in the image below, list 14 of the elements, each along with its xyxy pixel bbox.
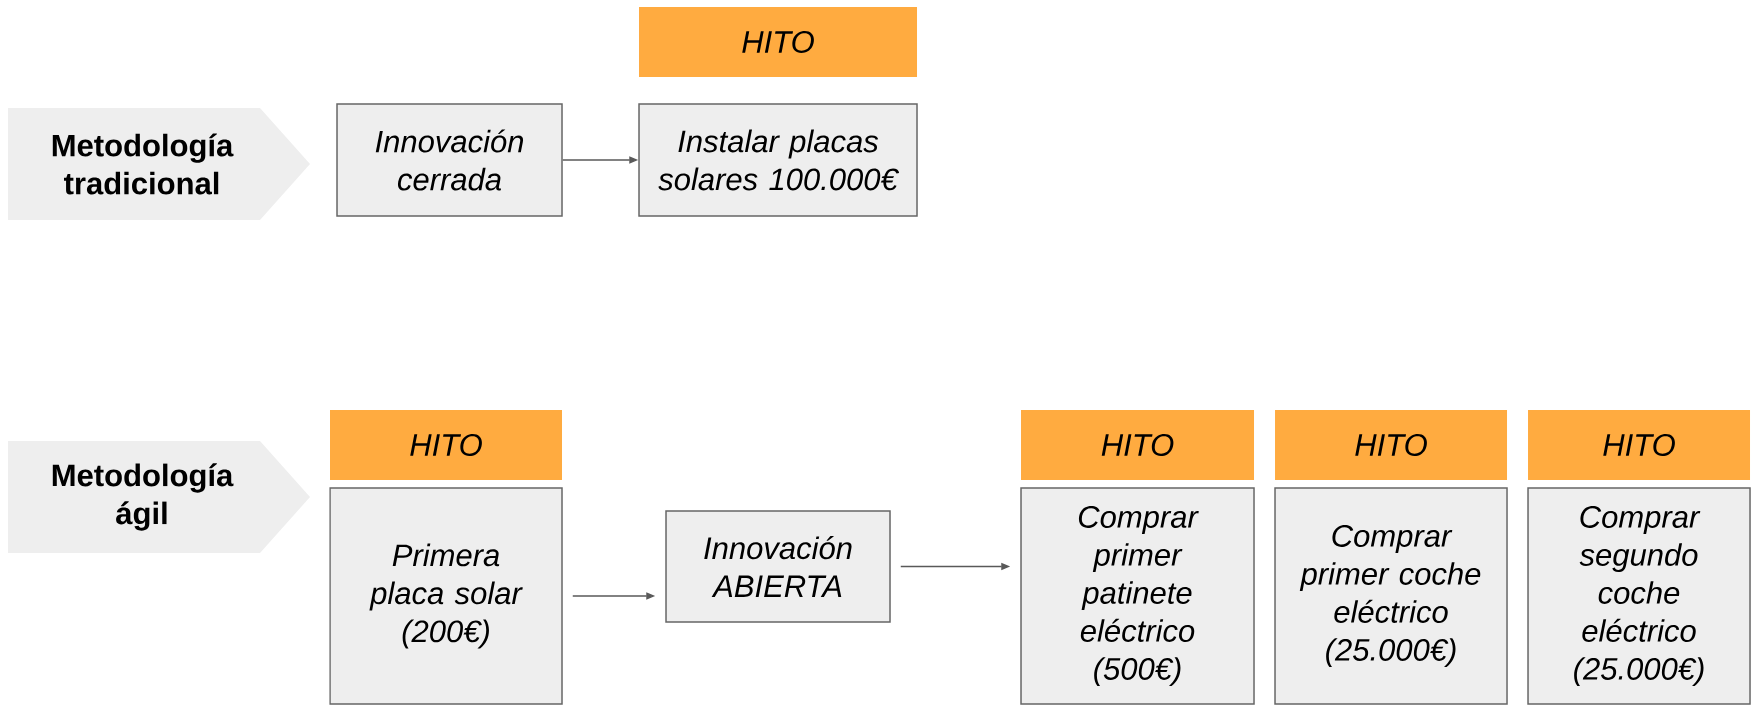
header-bar: HITO — [1021, 410, 1254, 480]
process-box: Comprar primer patinete eléctrico (500€) — [1020, 487, 1255, 705]
process-box: Primera placa solar (200€) — [329, 487, 563, 705]
chevron-label: Metodología tradicional — [8, 108, 310, 220]
process-box: Innovación cerrada — [336, 103, 563, 217]
process-box: Comprar primer coche eléctrico (25.000€) — [1274, 487, 1508, 705]
process-box: Instalar placas solares 100.000€ — [638, 103, 918, 217]
header-bar: HITO — [639, 7, 917, 77]
header-bar: HITO — [1275, 410, 1507, 480]
chevron-label: Metodología ágil — [8, 441, 310, 553]
header-bar: HITO — [330, 410, 562, 480]
header-bar: HITO — [1528, 410, 1750, 480]
process-box: Comprar segundo coche eléctrico (25.000€) — [1527, 487, 1751, 705]
process-box: Innovación ABIERTA — [665, 510, 891, 623]
